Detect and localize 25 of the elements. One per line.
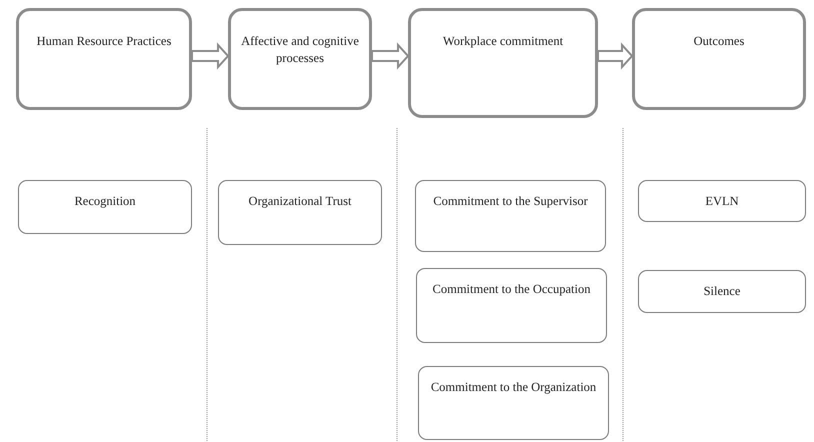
factor-box <box>218 180 382 245</box>
box-label: Human Resource Practices <box>36 33 172 50</box>
box-label: Organizational Trust <box>248 193 352 210</box>
box-label: EVLN <box>705 193 739 210</box>
block-arrow <box>371 42 410 70</box>
factor-box <box>638 270 806 313</box>
box-label: Commitment to the Supervisor <box>433 193 588 210</box>
block-arrow <box>597 42 634 70</box>
box-label: Workplace commitment <box>442 33 564 50</box>
factor-box <box>418 366 609 440</box>
box-label: Silence <box>704 283 740 300</box>
factor-box <box>416 268 607 343</box>
box-label: Outcomes <box>694 33 744 50</box>
stage-box <box>228 8 372 110</box>
box-label: Commitment to the Occupation <box>432 281 590 298</box>
stage-box <box>632 8 806 110</box>
box-label: Affective and cognitive processes <box>241 33 359 67</box>
factor-box <box>18 180 192 234</box>
block-arrow <box>191 42 230 70</box>
stage-box <box>408 8 598 118</box>
factor-box <box>415 180 606 252</box>
box-label: Commitment to the Organization <box>430 379 596 396</box>
factor-box <box>638 180 806 222</box>
box-label: Recognition <box>74 193 136 210</box>
stage-box <box>16 8 192 110</box>
